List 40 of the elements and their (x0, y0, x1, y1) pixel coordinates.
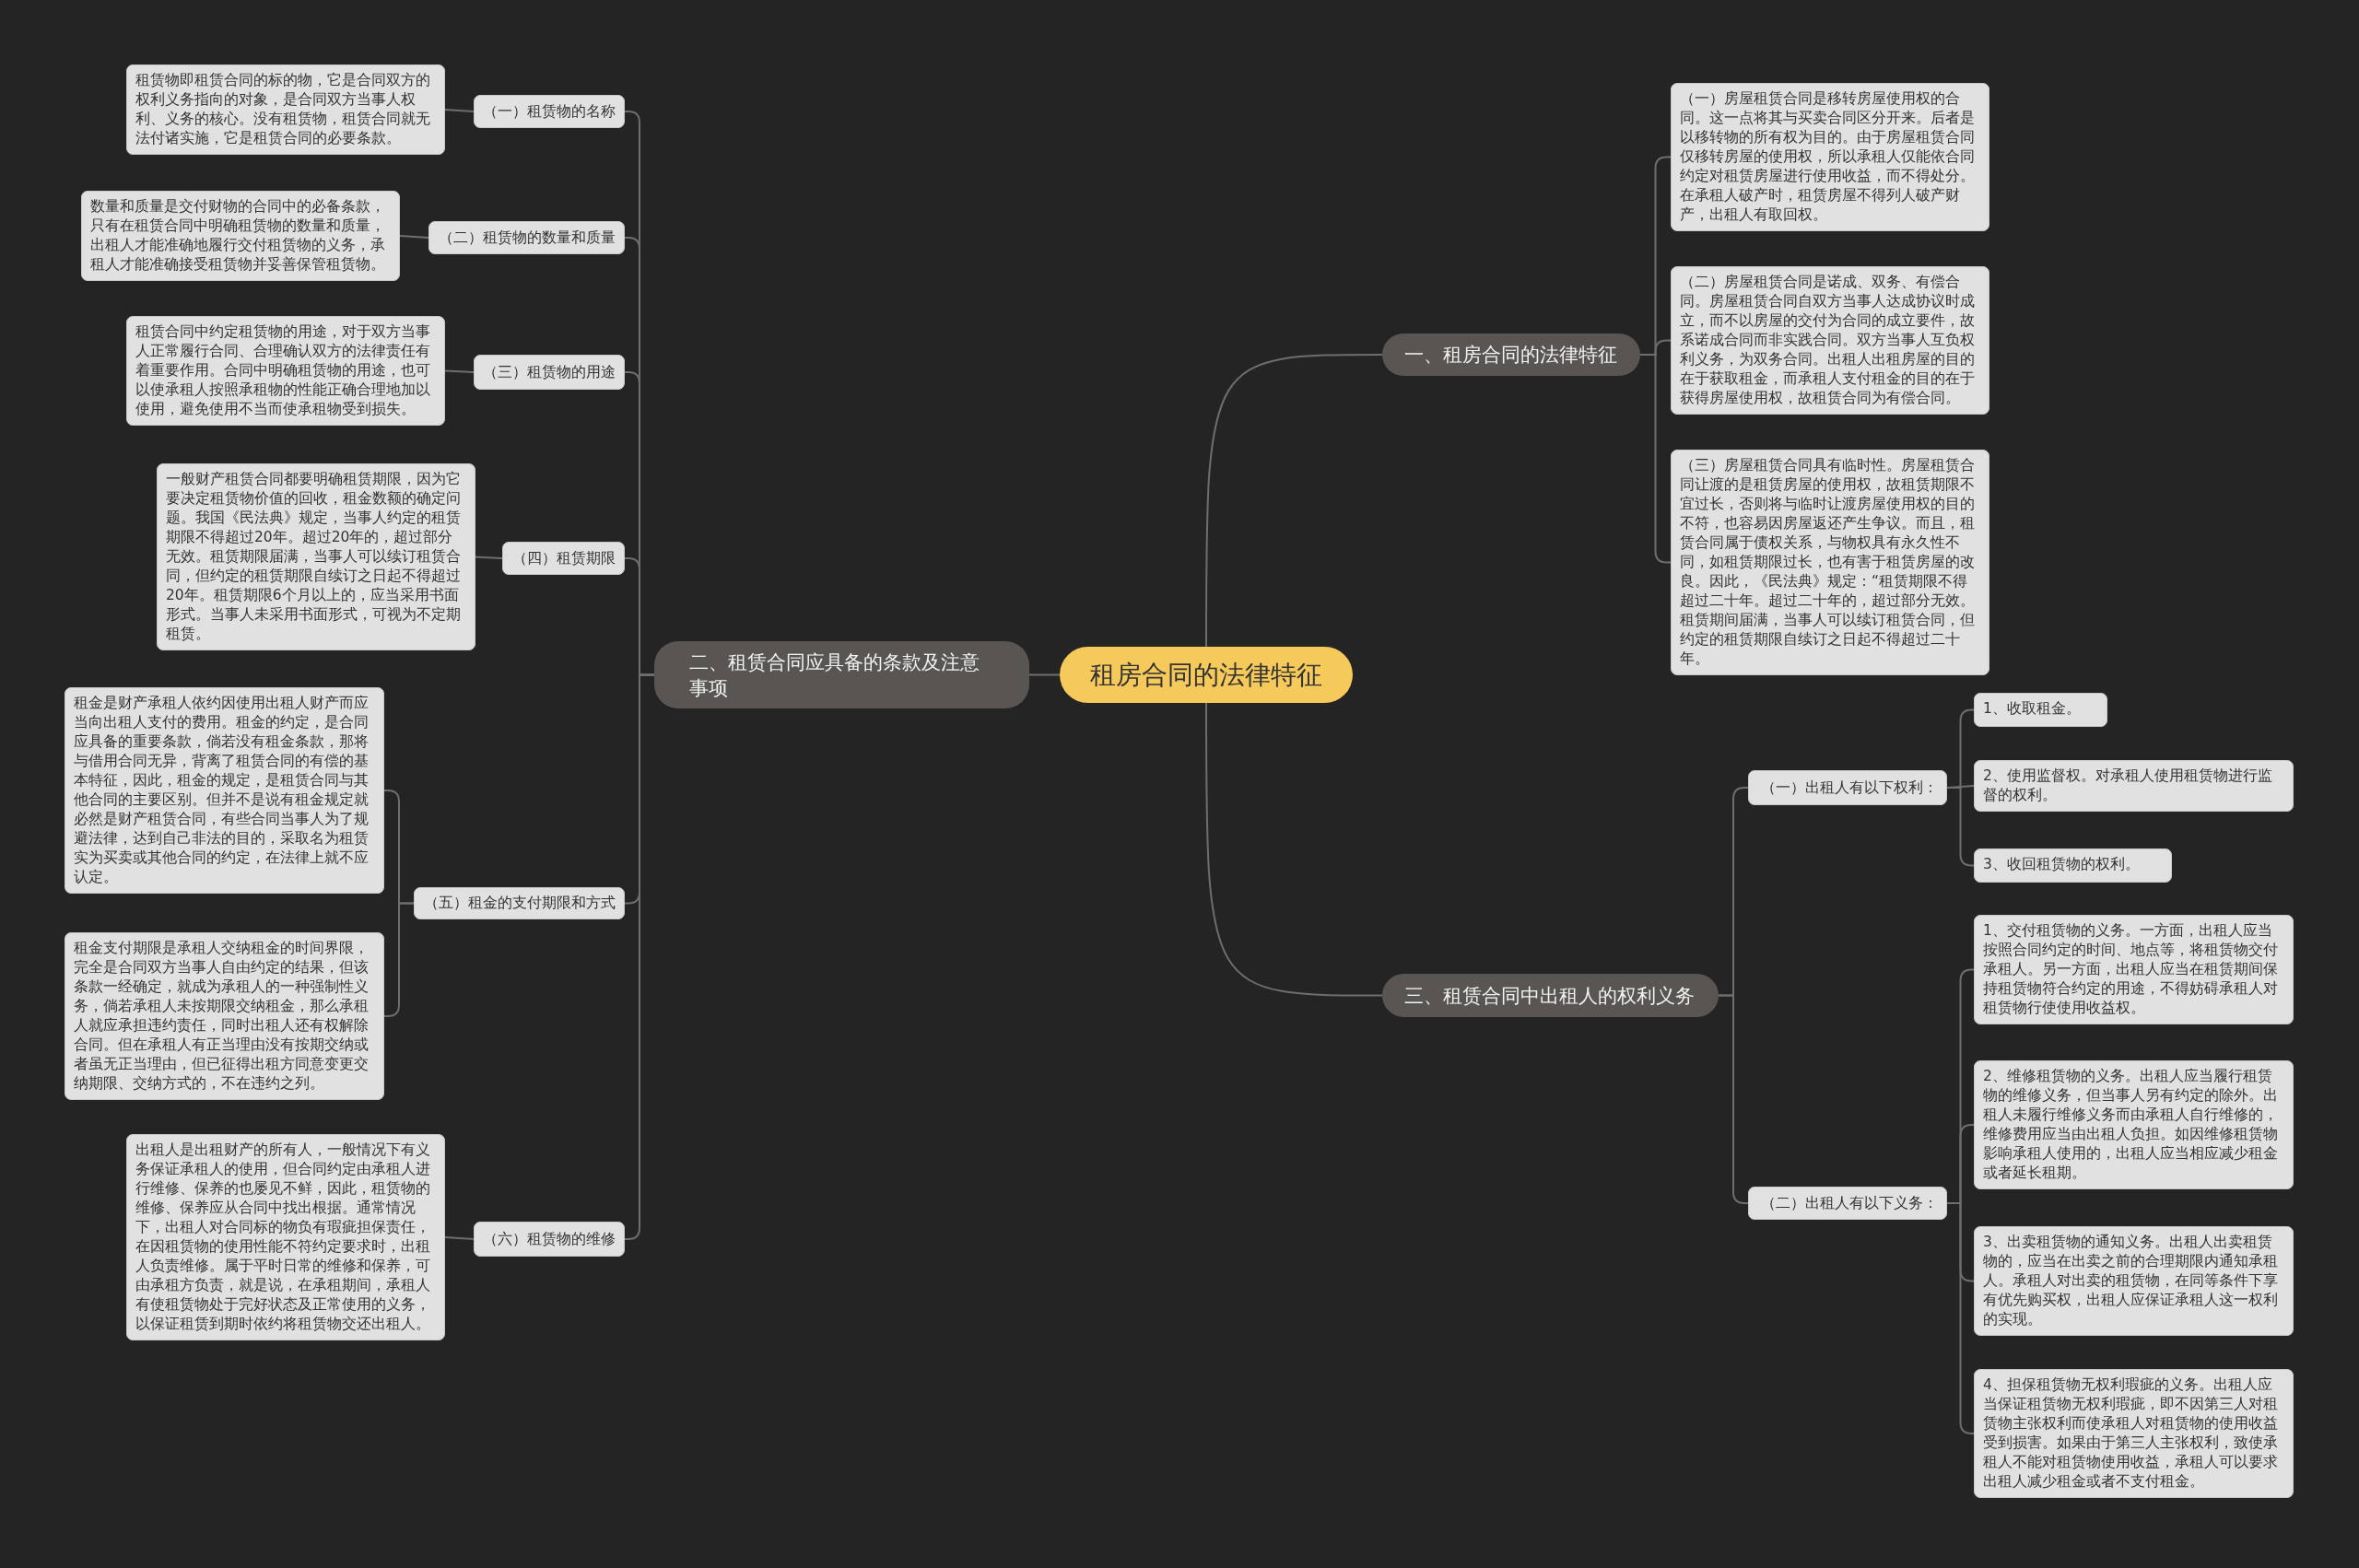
note-box: 1、收取租金。 (1974, 693, 2107, 727)
branch-topic: 二、租赁合同应具备的条款及注意事项 (654, 641, 1029, 708)
note-box: 1、交付租赁物的义务。一方面，出租人应当按照合同约定的时间、地点等，将租赁物交付承租人。另一方面，出租人应当在租赁期间保持租赁物符合约定的用途，不得妨碍承租人对租赁物行使使用收益权。 (1974, 915, 2294, 1024)
connector-line (1205, 702, 1383, 997)
note-box: 2、使用监督权。对承租人使用租赁物进行监督的权利。 (1974, 760, 2294, 812)
connector-line (1946, 1202, 1975, 1434)
subtopic-box: （三）租赁物的用途 (474, 355, 625, 390)
branch-topic: 三、租赁合同中出租人的权利义务 (1382, 974, 1719, 1017)
connector-line (399, 235, 429, 239)
connector-line (1639, 354, 1672, 564)
connector-line (444, 369, 475, 373)
connector-line (444, 109, 475, 112)
note-box: 出租人是出租财产的所有人，一般情况下有义务保证承租人的使用，但合同约定由承租人进行维修、保养的也屡见不鲜，因此，租赁物的维修、保养应从合同中找出根据。通常情况下，出租人对合同标的物负有瑕疵担保责任，在因租赁物的使用性能不符约定要求时，出租人负责维修。属于平时日常的维修和保养，可由承租方负责，就是说，在承租期间，承租人有使租赁物处于完好状态及正常使用的义务，以保证租赁到期时依约将租赁物交还出租人。 (126, 1134, 445, 1340)
subtopic-box: （四）租赁期限 (502, 542, 625, 575)
note-box: 租金是财产承租人依约因使用出租人财产而应当向出租人支付的费用。租金的约定，是合同应具备的重要条款，倘若没有租金条款，那将与借用合同无异，背离了租赁合同的有偿的基本特征，因此，租金的规定，是租赁合同与其他合同的主要区别。但并不是说有租金规定就必然是财产租赁合同，有些合同当事人为了规避法律，达到自己非法的目的，采取名为租赁实为买卖或其他合同的约定，在法律上就不应认定。 (65, 687, 384, 894)
connector-line (444, 1236, 475, 1240)
note-box: （二）房屋租赁合同是诺成、双务、有偿合同。房屋租赁合同自双方当事人达成协议时成立，而不以房屋的交付为合同的成立要件，故系诺成合同而非实践合同。双方当事人互负权利义务，为双务合同。出租人出租房屋的目的在于获取租金，而承租人支付租金的目的在于获得房屋使用权，故租赁合同为有偿合同。 (1671, 266, 1989, 415)
note-box: （一）房屋租赁合同是移转房屋使用权的合同。这一点将其与买卖合同区分开来。后者是以移转物的所有权为目的。由于房屋租赁合同仅移转房屋的使用权，所以承租人仅能依合同约定对租赁房屋进行使用收益，而不得处分。在承租人破产时，租赁房屋不得列人破产财产，出租人有取回权。 (1671, 83, 1989, 231)
connector-line (1205, 354, 1383, 648)
subtopic-box: （二）出租人有以下义务： (1748, 1187, 1947, 1220)
subtopic-box: （五）租金的支付期限和方式 (414, 887, 625, 919)
note-box: 3、出卖租赁物的通知义务。出租人出卖租赁物的，应当在出卖之前的合理期限内通知承租人。承租人对出卖的租赁物，在同等条件下享有优先购买权，出租人应保证承租人这一权利的实现。 (1974, 1226, 2294, 1336)
connector-line (475, 556, 503, 559)
subtopic-box: （一）出租人有以下权利： (1748, 770, 1947, 805)
note-box: 租赁合同中约定租赁物的用途，对于双方当事人正常履行合同、合理确认双方的法律责任有着重要作用。合同中明确租赁物的用途，也可以使承租人按照承租物的性能正确合理地加以使用，避免使用不当而使承租物受到损失。 (126, 316, 445, 426)
subtopic-box: （六）租赁物的维修 (474, 1222, 625, 1257)
central-topic: 租房合同的法律特征 (1060, 647, 1353, 703)
connector-line (1028, 673, 1061, 676)
note-box: （三）房屋租赁合同具有临时性。房屋租赁合同让渡的是租赁房屋的使用权，故租赁期限不宜过长，否则将与临时让渡房屋使用权的目的不符，也容易因房屋返还产生争议。而且，租赁合同属于债权关系，与物权具有永久性不同，如租赁期限过长，也有害于租赁房屋的改良。因此，《民法典》规定：“租赁期限不得超过二十年。超过二十年的，超过部分无效。租赁期间届满，当事人可以续订租赁合同，但约定的租赁期限自续订之日起不得超过二十年。 (1671, 450, 1989, 675)
connector-line (1946, 787, 1975, 867)
note-box: 租赁物即租赁合同的标的物，它是合同双方的权利义务指向的对象，是合同双方当事人权利、义务的核心。没有租赁物，租赁合同就无法付诸实施，它是租赁合同的必要条款。 (126, 64, 445, 155)
note-box: 租金支付期限是承租人交纳租金的时间界限，完全是合同双方当事人自由约定的结果，但该条款一经确定，就成为承租人的一种强制性义务，倘若承租人未按期限交纳租金，那么承租人就应承担违约责任，同时出租人还有权解除合同。但在承租人有正当理由没有按期交纳或者虽无正当理由，但已征得出租方同意变更交纳期限、交纳方式的，不在违约之列。 (65, 932, 384, 1100)
note-box: 2、维修租赁物的义务。出租人应当履行租赁物的维修义务，但当事人另有约定的除外。出租人未履行维修义务而由承租人自行维修的，维修费用应当由出租人负担。如因维修租赁物影响承租人使用的，出租人应当相应减少租金或者延长租期。 (1974, 1060, 2294, 1189)
subtopic-box: （一）租赁物的名称 (474, 95, 625, 128)
subtopic-box: （二）租赁物的数量和质量 (428, 221, 625, 254)
note-box: 4、担保租赁物无权利瑕疵的义务。出租人应当保证租赁物无权利瑕疵，即不因第三人对租赁物主张权利而使承租人对租赁物的使用收益受到损害。如果由于第三人主张权利，致使承租人不能对租赁物使用收益，承租人可以要求出租人减少租金或者不支付租金。 (1974, 1369, 2294, 1498)
branch-topic: 一、租房合同的法律特征 (1382, 333, 1640, 376)
note-box: 3、收回租赁物的权利。 (1974, 848, 2172, 883)
note-box: 一般财产租赁合同都要明确租赁期限，因为它要决定租赁物价值的回收，租金数额的确定问题。我国《民法典》规定，当事人约定的租赁期限不得超过20年。超过20年的，超过部分无效。租赁期限届满，当事人可以续订租赁合同，但约定的租赁期限自续订之日起不得超过20年。租赁期限6个月以上的，应当采用书面形式。当事人未采用书面形式，可视为不定期租赁。 (157, 463, 475, 650)
note-box: 数量和质量是交付财物的合同中的必备条款，只有在租赁合同中明确租赁物的数量和质量，出租人才能准确地履行交付租赁物的义务，承租人才能准确接受租赁物并妥善保管租赁物。 (81, 191, 400, 281)
